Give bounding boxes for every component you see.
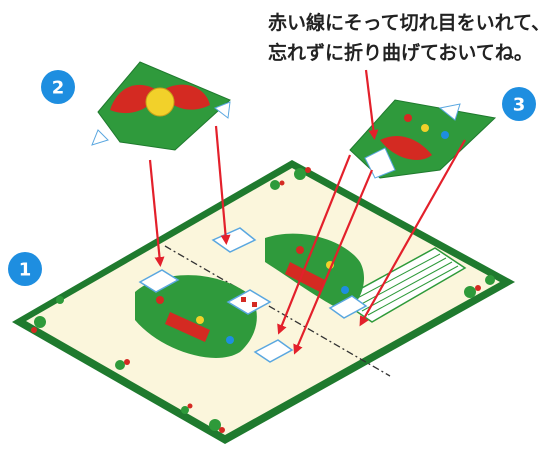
step-number-1: 1 [19, 260, 32, 281]
step-badge-1: 1 [8, 252, 42, 286]
piece-2-bow [91, 61, 231, 151]
fold-slots [138, 227, 368, 363]
step-number-3: 3 [513, 95, 526, 116]
center-fold-line [164, 245, 391, 377]
step-badge-3: 3 [502, 87, 536, 121]
center-decoration [226, 289, 272, 315]
arrow-piece2-left [148, 159, 165, 267]
arrow-piece3-c [359, 139, 466, 327]
arrow-piece3-a [277, 154, 352, 335]
instruction-line-1: 赤い線にそって切れ目をいれて、 [268, 12, 551, 34]
arrow-piece2-right [214, 125, 231, 245]
step-badge-2: 2 [41, 70, 75, 104]
step-number-2: 2 [52, 78, 65, 99]
arrow-cut-line [364, 69, 379, 140]
assembly-arrows [148, 69, 466, 355]
holly-decorations [31, 167, 495, 433]
printed-wreath [135, 233, 365, 358]
arrow-piece3-b [293, 169, 374, 355]
instruction-line-2: 忘れずに折り曲げておいてね。 [268, 42, 533, 64]
